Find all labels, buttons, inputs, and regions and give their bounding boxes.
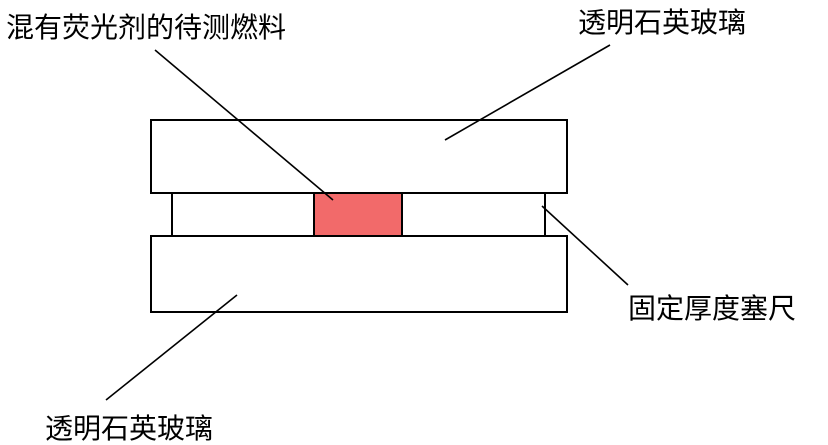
label-spacer: 固定厚度塞尺 xyxy=(628,292,796,325)
leader-line-sample xyxy=(154,49,334,201)
leader-line-bottom-glass xyxy=(105,294,238,401)
leader-line-top-glass xyxy=(444,44,611,141)
label-top-glass: 透明石英玻璃 xyxy=(578,6,746,39)
label-sample: 混有荧光剂的待测燃料 xyxy=(6,11,286,44)
label-bottom-glass: 透明石英玻璃 xyxy=(45,412,213,445)
bottom-quartz-glass-plate xyxy=(150,235,568,313)
fuel-sample-region xyxy=(313,192,403,237)
spacer-shim-left xyxy=(171,192,315,237)
top-quartz-glass-plate xyxy=(150,119,568,194)
spacer-shim-right xyxy=(401,192,546,237)
leader-line-spacer xyxy=(541,205,629,286)
